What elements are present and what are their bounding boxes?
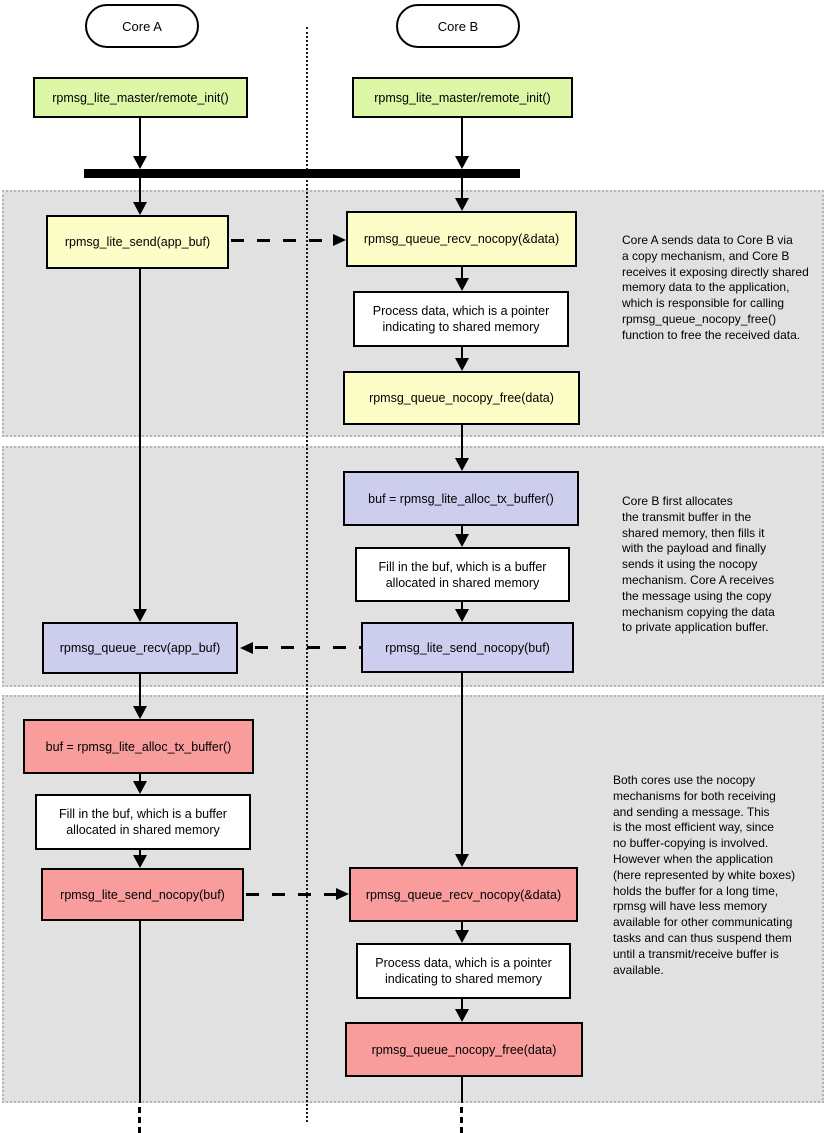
dashed-message-line [246,893,336,896]
flow-line [461,526,463,535]
flow-line [461,1077,463,1103]
s1-box-rpmsg-lite-send: rpmsg_lite_send(app_buf) [46,215,229,269]
arrow-down-icon [455,156,469,169]
s3-box-rpmsg-lite-send-nocopy: rpmsg_lite_send_nocopy(buf) [41,868,244,921]
flow-line [139,178,141,204]
arrow-down-icon [133,855,147,868]
s1-box-process-data: Process data, which is a pointer indicat… [353,291,569,347]
arrow-down-icon [455,534,469,547]
arrow-down-icon [455,358,469,371]
dashed-message-line [255,646,361,649]
init-box-core-a: rpmsg_lite_master/remote_init() [33,77,248,118]
flow-line [461,922,463,931]
flow-line [461,999,463,1010]
arrow-down-icon [133,609,147,622]
actor-core-a-pill: Core A [85,4,199,48]
s3-box-fill-buf: Fill in the buf, which is a buffer alloc… [35,794,251,850]
flow-line [139,118,141,157]
arrow-down-icon [455,930,469,943]
arrow-down-icon [133,156,147,169]
flow-line [139,921,141,1103]
sync-bar [84,169,520,178]
s1-box-rpmsg-queue-nocopy-free: rpmsg_queue_nocopy_free(data) [343,371,580,425]
actor-core-a-label: Core A [122,18,162,34]
flow-line [461,118,463,157]
arrow-down-icon [133,202,147,215]
flow-line [461,673,463,855]
arrow-down-icon [455,278,469,291]
actor-core-b-pill: Core B [396,4,520,48]
arrow-right-icon [333,234,346,246]
arrow-right-icon [336,888,349,900]
flow-line [461,602,463,610]
section-2-note: Core B first allocates the transmit buff… [622,494,775,635]
s3-box-alloc-tx-buffer: buf = rpmsg_lite_alloc_tx_buffer() [23,719,254,774]
arrow-down-icon [455,609,469,622]
flow-line [461,347,463,359]
lifeline-continuation [460,1107,463,1133]
flow-line [461,425,463,459]
core-separator-line [306,27,308,1122]
arrow-down-icon [455,1009,469,1022]
s1-box-rpmsg-queue-recv-nocopy: rpmsg_queue_recv_nocopy(&data) [346,211,577,267]
dashed-message-line [231,239,334,242]
arrow-down-icon [133,781,147,794]
s3-box-process-data: Process data, which is a pointer indicat… [356,943,571,999]
s3-box-rpmsg-queue-recv-nocopy: rpmsg_queue_recv_nocopy(&data) [349,867,578,922]
s2-box-fill-buf: Fill in the buf, which is a buffer alloc… [355,547,570,602]
actor-core-b-label: Core B [437,18,479,34]
arrow-left-icon [240,642,253,654]
flow-line [139,674,141,707]
s2-box-alloc-tx-buffer: buf = rpmsg_lite_alloc_tx_buffer() [343,471,579,526]
lifeline-continuation [138,1107,141,1133]
init-box-core-b: rpmsg_lite_master/remote_init() [352,77,573,118]
s2-box-rpmsg-queue-recv: rpmsg_queue_recv(app_buf) [42,622,238,674]
arrow-down-icon [455,198,469,211]
flow-line [461,178,463,199]
arrow-down-icon [455,854,469,867]
arrow-down-icon [455,458,469,471]
arrow-down-icon [133,706,147,719]
section-1-note: Core A sends data to Core B via a copy m… [622,233,809,342]
flow-line [139,850,141,856]
flow-line [139,774,141,782]
flow-line [461,267,463,279]
s2-box-rpmsg-lite-send-nocopy: rpmsg_lite_send_nocopy(buf) [361,622,574,673]
section-3-note: Both cores use the nocopy mechanisms for… [613,773,796,977]
flow-line [139,269,141,610]
s3-box-rpmsg-queue-nocopy-free: rpmsg_queue_nocopy_free(data) [345,1022,583,1077]
